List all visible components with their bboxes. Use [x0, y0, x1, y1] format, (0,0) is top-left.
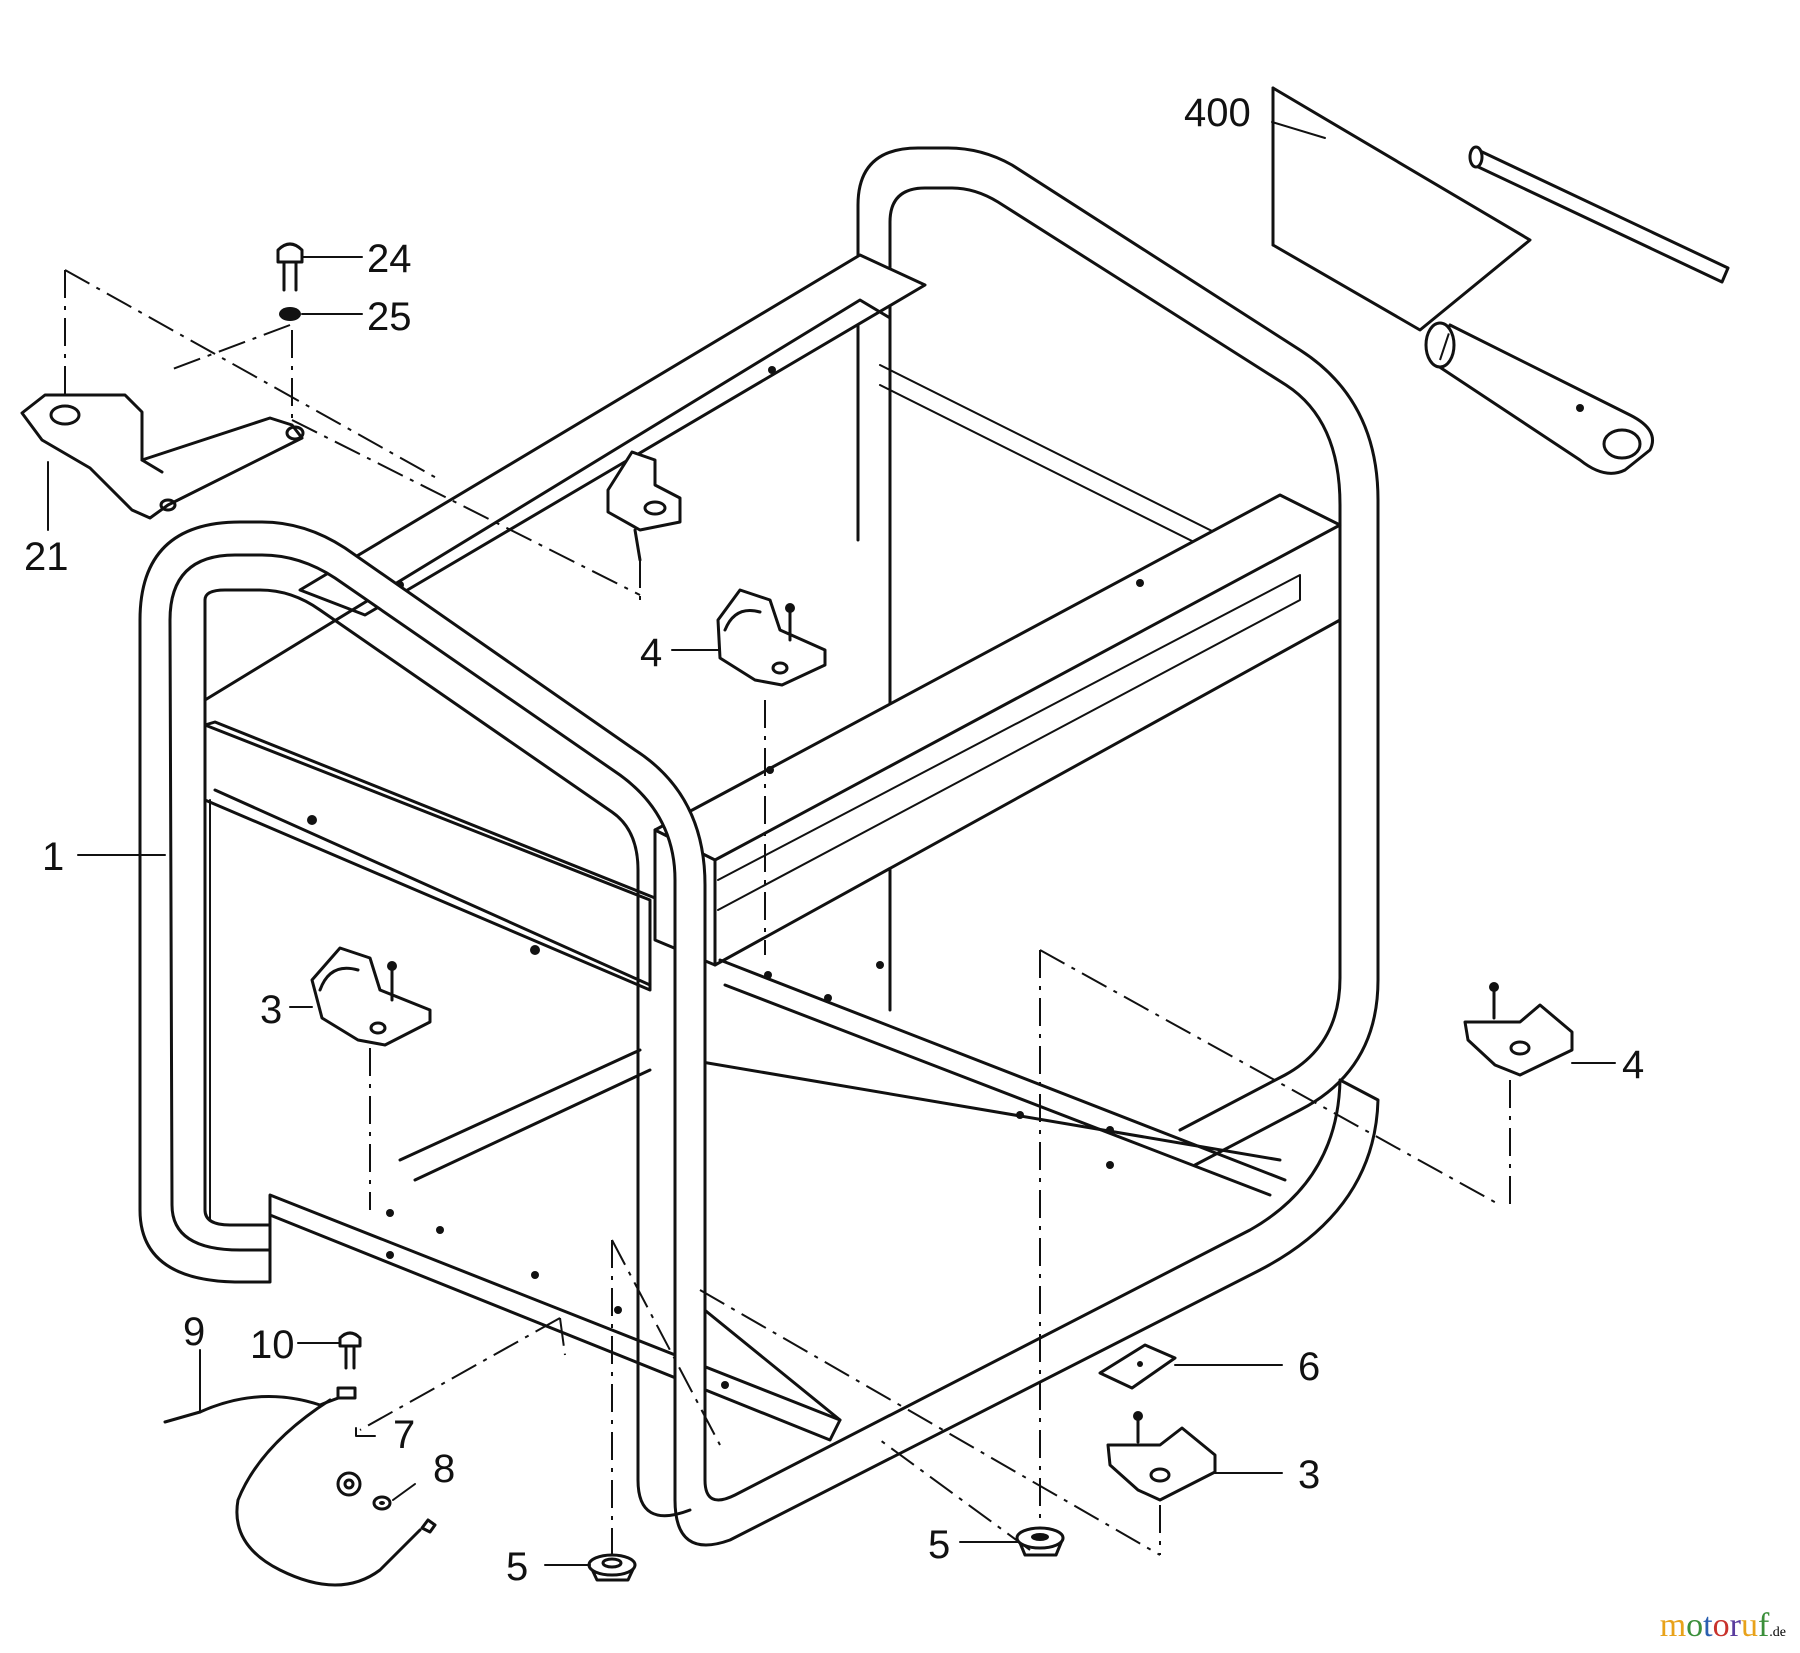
bolt-10	[338, 1331, 362, 1370]
base-plate	[268, 958, 1287, 1442]
alignment-lines	[64, 269, 1511, 1560]
mount-4-right	[1463, 982, 1574, 1077]
callout-5-left: 5	[506, 1545, 528, 1589]
foot-5-right	[1015, 1526, 1065, 1557]
watermark-text: motoruf	[1660, 1607, 1770, 1644]
bracket-21	[20, 393, 305, 520]
callout-7: 7	[393, 1413, 415, 1457]
watermark-letter: o	[1686, 1607, 1704, 1644]
watermark-letter: m	[1659, 1607, 1687, 1644]
front-cross-bar	[653, 493, 1342, 967]
pad-6	[1098, 1343, 1177, 1390]
ground-wire-assembly	[163, 1386, 437, 1587]
callout-400: 400	[1184, 91, 1251, 135]
watermark-letter: f	[1757, 1607, 1770, 1644]
rear-frame-tube	[856, 146, 1380, 1167]
tool-kit-400	[1271, 86, 1730, 475]
nut-7	[336, 1471, 362, 1497]
callout-labels: 400 24 25 21 4 1 3 4 9 10 7 8 5 5 6 3	[24, 91, 1644, 1589]
callout-3-left: 3	[260, 988, 282, 1032]
callout-10: 10	[250, 1323, 295, 1367]
upper-mount-bracket	[606, 450, 682, 562]
mount-3-right	[1106, 1411, 1217, 1502]
bolt-24	[276, 242, 304, 292]
front-frame-tube	[138, 520, 1380, 1547]
callout-6: 6	[1298, 1345, 1320, 1389]
washer-25	[279, 307, 301, 321]
callout-8: 8	[433, 1447, 455, 1491]
callout-9: 9	[183, 1310, 205, 1354]
callout-21: 21	[24, 535, 69, 579]
leader-lines	[47, 121, 1616, 1566]
watermark-letter: o	[1712, 1607, 1730, 1644]
watermark-letter: u	[1740, 1607, 1758, 1644]
mount-4-upper	[716, 588, 827, 687]
washer-8	[372, 1495, 392, 1511]
watermark-logo: motoruf.de	[1660, 1607, 1786, 1645]
upper-rear-plate	[203, 253, 1331, 1012]
mount-3-left	[310, 946, 432, 1047]
front-side-panel	[203, 720, 657, 1221]
callout-25: 25	[367, 295, 412, 339]
callout-3-right: 3	[1298, 1453, 1320, 1497]
callout-4-right: 4	[1622, 1043, 1644, 1087]
foot-5-left	[587, 1553, 637, 1582]
callout-1: 1	[42, 835, 64, 879]
callout-5-right: 5	[928, 1523, 950, 1567]
callout-24: 24	[367, 237, 412, 281]
watermark-tld: .de	[1769, 1625, 1786, 1640]
watermark-letter: r	[1729, 1607, 1741, 1644]
watermark-letter: t	[1703, 1607, 1713, 1644]
callout-4-upper: 4	[640, 631, 662, 675]
